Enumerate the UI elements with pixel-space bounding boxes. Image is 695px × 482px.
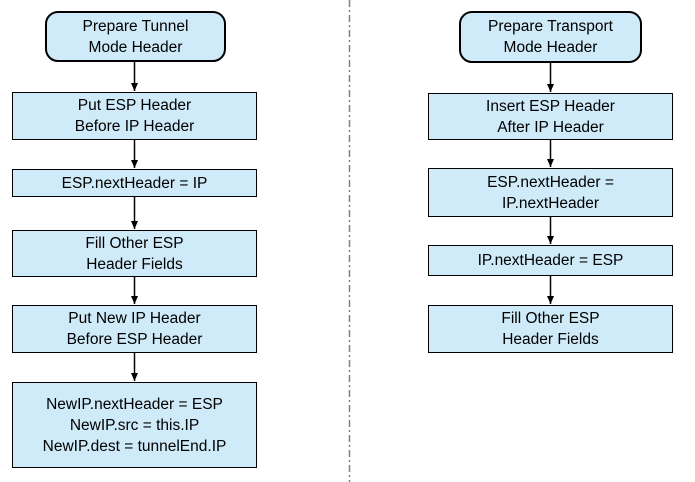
node-fill-other-esp-header-fields: Fill Other ESP Header Fields [12,230,257,277]
node-put-new-ip-header-before-esp: Put New IP Header Before ESP Header [12,305,257,353]
node-newip-field-assignments: NewIP.nextHeader = ESP NewIP.src = this.… [12,382,257,468]
node-fill-other-esp-header-fields-2: Fill Other ESP Header Fields [428,305,673,353]
node-ip-nextheader-equals-esp: IP.nextHeader = ESP [428,245,673,276]
node-esp-nextheader-equals-ip: ESP.nextHeader = IP [12,169,257,197]
node-insert-esp-header-after-ip: Insert ESP Header After IP Header [428,93,673,140]
node-put-esp-header-before-ip: Put ESP Header Before IP Header [12,92,257,140]
node-prepare-transport-mode-header: Prepare Transport Mode Header [459,11,642,63]
node-prepare-tunnel-mode-header: Prepare Tunnel Mode Header [45,11,226,62]
node-esp-nextheader-equals-ip-next: ESP.nextHeader = IP.nextHeader [428,168,673,217]
